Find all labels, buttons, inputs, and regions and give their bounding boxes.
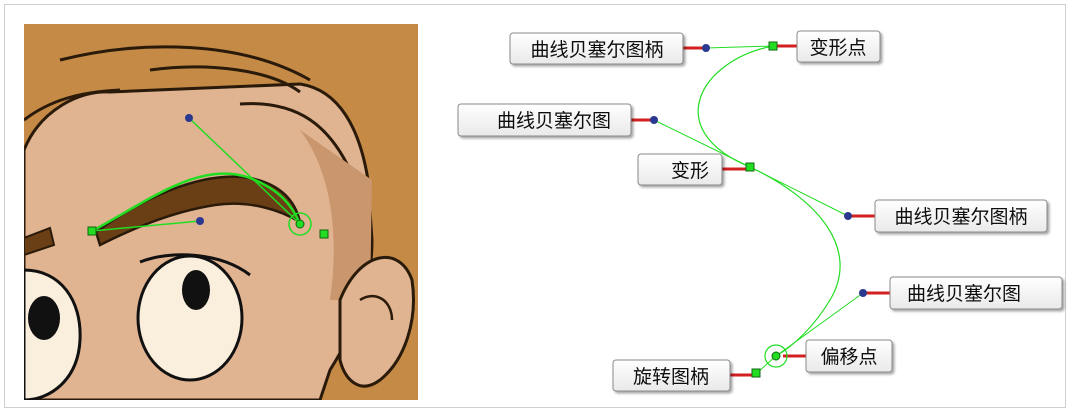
eyebrow-deformer-curve	[91, 172, 302, 233]
label-rotation-handle: 旋转图柄	[612, 359, 731, 392]
label-text: 变形	[671, 160, 709, 182]
diagram-frame	[4, 4, 1066, 408]
eyebrow-deformer-handle-line	[188, 117, 301, 225]
label-text: 曲线贝塞尔图	[497, 110, 611, 132]
hair-strand	[24, 88, 121, 122]
label-text: 曲线贝塞尔图柄	[530, 39, 663, 61]
label-text: 曲线贝塞尔图柄	[894, 206, 1027, 228]
left-eyebrow	[24, 226, 56, 257]
hair-strand	[239, 102, 352, 171]
label-text: 旋转图柄	[633, 366, 709, 388]
deform-point-marker[interactable]	[768, 41, 778, 51]
label-bezier-curve-left: 曲线贝塞尔图	[457, 103, 632, 137]
label-deform-point: 变形点	[796, 30, 881, 63]
handle-dot[interactable]	[844, 212, 852, 220]
label-deformation: 变形	[637, 153, 723, 186]
ear-inner	[359, 294, 394, 321]
deformation-point-marker[interactable]	[745, 162, 755, 172]
bezier-curve	[697, 45, 841, 357]
label-text: 曲线贝塞尔图	[907, 283, 1021, 305]
eyebrow-deformer-handle-line	[91, 220, 201, 232]
left-pupil	[28, 296, 60, 340]
right-pupil	[182, 270, 210, 310]
handle-dot[interactable]	[185, 114, 193, 122]
handle-dot[interactable]	[650, 116, 658, 124]
handle-dot[interactable]	[196, 217, 204, 225]
eye-lid-line	[139, 253, 251, 277]
label-bezier-curve-right: 曲线贝塞尔图	[889, 276, 1063, 310]
deform-point[interactable]	[87, 226, 97, 236]
offset-point-ring	[764, 344, 788, 368]
hair-strand	[149, 65, 301, 94]
offset-point[interactable]	[295, 219, 305, 229]
offset-point-marker[interactable]	[771, 351, 781, 361]
ear	[338, 255, 415, 388]
handle-dot[interactable]	[702, 44, 710, 52]
hair-strand	[59, 45, 311, 82]
label-bezier-handle-top: 曲线贝塞尔图柄	[509, 32, 684, 65]
handle-dot[interactable]	[859, 289, 867, 297]
rotation-handle-marker[interactable]	[751, 368, 761, 378]
label-text: 变形点	[809, 37, 866, 59]
rotation-handle[interactable]	[319, 229, 329, 239]
label-bezier-handle-right: 曲线贝塞尔图柄	[874, 199, 1048, 233]
deformer-schematic: 曲线贝塞尔图柄 变形点 曲线贝塞尔图 变形 曲线贝塞尔图柄 曲线贝塞尔图 偏移点	[457, 30, 1063, 392]
character-illustration	[24, 24, 418, 400]
label-text: 偏移点	[820, 346, 877, 368]
label-offset-point: 偏移点	[805, 339, 893, 373]
offset-point-ring	[288, 212, 312, 236]
face-shadow	[300, 130, 372, 300]
handle-line	[705, 45, 774, 49]
